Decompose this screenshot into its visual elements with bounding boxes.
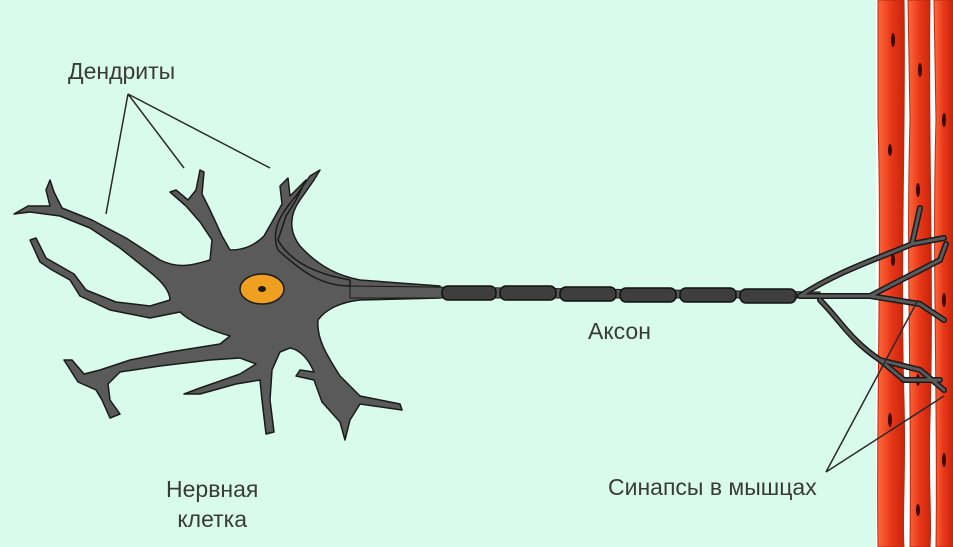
nucleolus [258, 286, 266, 292]
dendrites-label: Дендриты [68, 56, 175, 86]
leader-dendrite-1 [106, 94, 128, 214]
axon-label: Аксон [588, 316, 651, 346]
leader-dendrite-2 [128, 94, 184, 168]
nucleus [240, 274, 284, 304]
nerve-cell-label: Нервная клетка [166, 474, 258, 534]
synapses-label: Синапсы в мышцах [608, 472, 817, 502]
nerve-cell-label-line1: Нервная [166, 474, 258, 504]
soma-and-dendrites [14, 170, 440, 440]
nerve-cell [14, 170, 440, 440]
muscle-fibre-1 [878, 0, 905, 547]
leader-dendrite-3 [128, 94, 270, 168]
axon [350, 286, 820, 303]
nerve-cell-label-line2: клетка [166, 504, 258, 534]
